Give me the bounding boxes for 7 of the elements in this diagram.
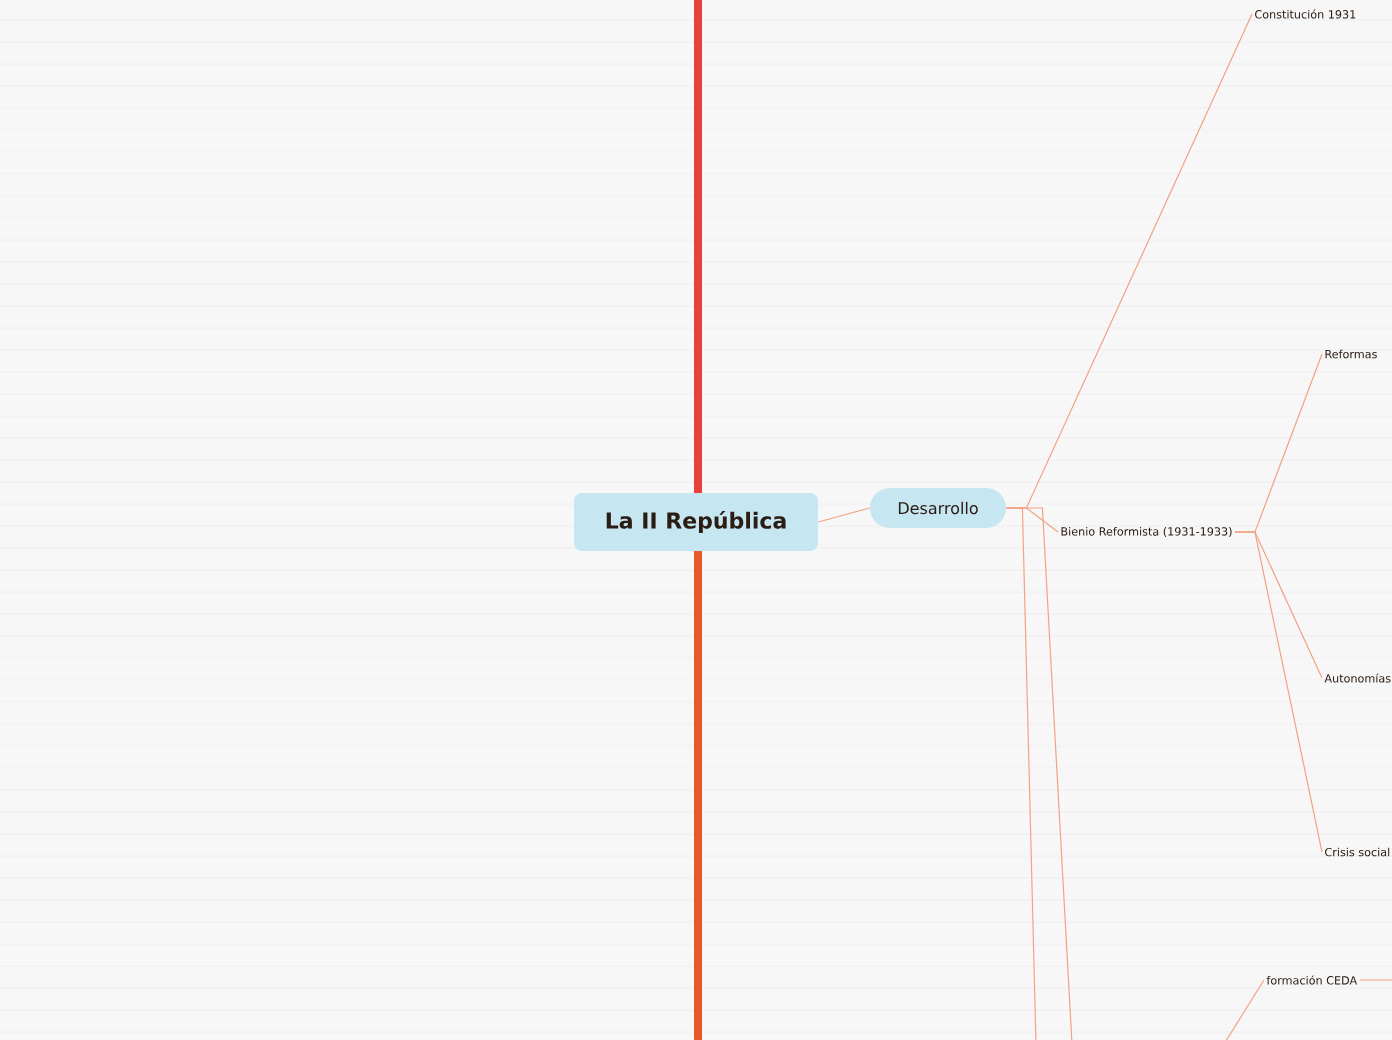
topic-box: Desarrollo	[870, 488, 1006, 528]
connector-line	[1005, 507, 1073, 1040]
connector-line	[817, 507, 871, 523]
central-topic-box: La II República	[574, 493, 818, 551]
connector-line	[1223, 979, 1265, 1040]
connector-line	[1234, 531, 1323, 853]
connector-line	[1358, 979, 1392, 981]
